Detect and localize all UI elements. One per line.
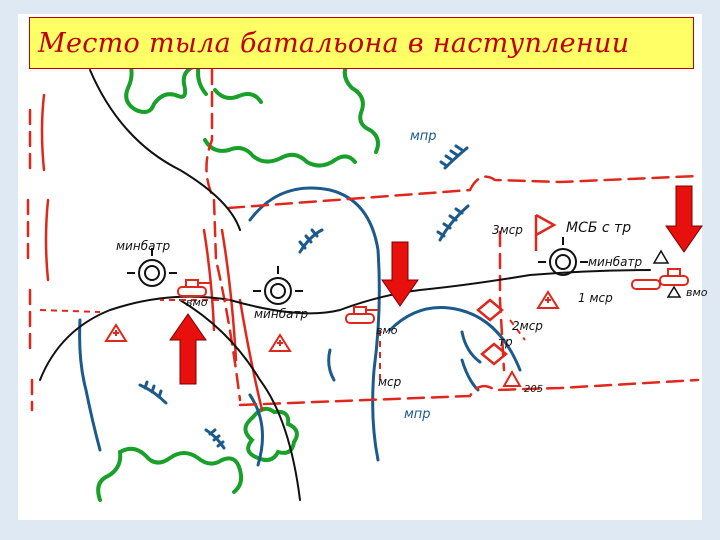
label-msr-1: 1 мср	[578, 291, 613, 305]
advance-arrow-icon	[170, 314, 206, 384]
boundary-left-dashed	[28, 110, 32, 410]
label-mpr-top: мпр	[410, 129, 437, 144]
label-205: 205	[524, 384, 543, 395]
boundary-bottom	[240, 380, 698, 405]
blue-position-lower	[462, 360, 478, 390]
label-tr: тр	[498, 335, 513, 349]
medical-post-icon	[538, 292, 558, 308]
advance-arrow-icon	[666, 186, 702, 252]
boundary-top	[228, 176, 698, 208]
label-vmo-mid: вмо	[376, 324, 398, 337]
label-vmo-right: вмо	[686, 286, 708, 299]
label-msr-3: 3мср	[492, 223, 523, 237]
label-minbatr-right: минбатр	[588, 255, 642, 269]
label-minbatr-mid: минбатр	[254, 307, 308, 321]
title-banner: Место тыла батальона в наступлении	[29, 17, 694, 69]
tank-icon	[346, 307, 378, 323]
flag-icon	[536, 215, 554, 251]
label-msb-str: МСБ с тр	[566, 220, 631, 236]
mortar-battery-icon	[538, 237, 588, 275]
blue-position-right	[462, 332, 480, 362]
label-msr-bottom: мср	[378, 375, 402, 389]
medical-post-icon	[106, 325, 126, 341]
label-vmo-left: вмо	[186, 296, 208, 309]
page-title: Место тыла батальона в наступлении	[38, 28, 629, 59]
road-main	[40, 270, 650, 380]
blue-position-center	[329, 350, 334, 380]
tank-icon	[178, 280, 210, 296]
medical-post-icon	[270, 335, 290, 351]
label-mpr-bottom: мпр	[404, 407, 431, 422]
mortar-battery-icon	[127, 248, 177, 286]
medical-post-icon	[504, 372, 520, 386]
tank-icon	[632, 269, 688, 289]
mortar-battery-icon	[253, 266, 303, 304]
blue-route-left	[80, 320, 100, 450]
label-msr-2: 2мср	[512, 319, 543, 333]
boundary-left-solid	[42, 95, 48, 280]
label-minbatr-left: минбатр	[116, 239, 170, 253]
